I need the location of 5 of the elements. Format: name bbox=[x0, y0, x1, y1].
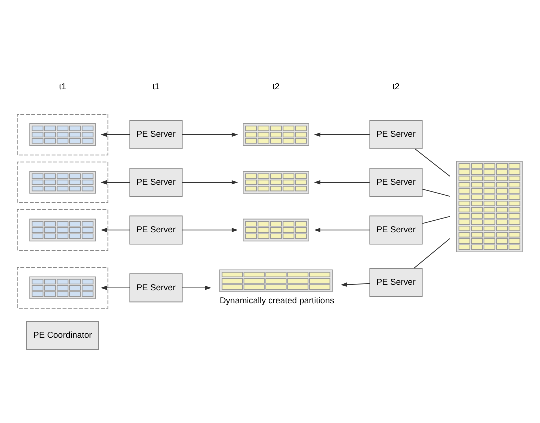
label: t2 bbox=[272, 81, 280, 92]
node-label: Dynamically created partitions bbox=[220, 296, 334, 306]
label: t1 bbox=[59, 81, 66, 92]
label: t1 bbox=[152, 81, 160, 92]
label: t2 bbox=[392, 81, 400, 92]
